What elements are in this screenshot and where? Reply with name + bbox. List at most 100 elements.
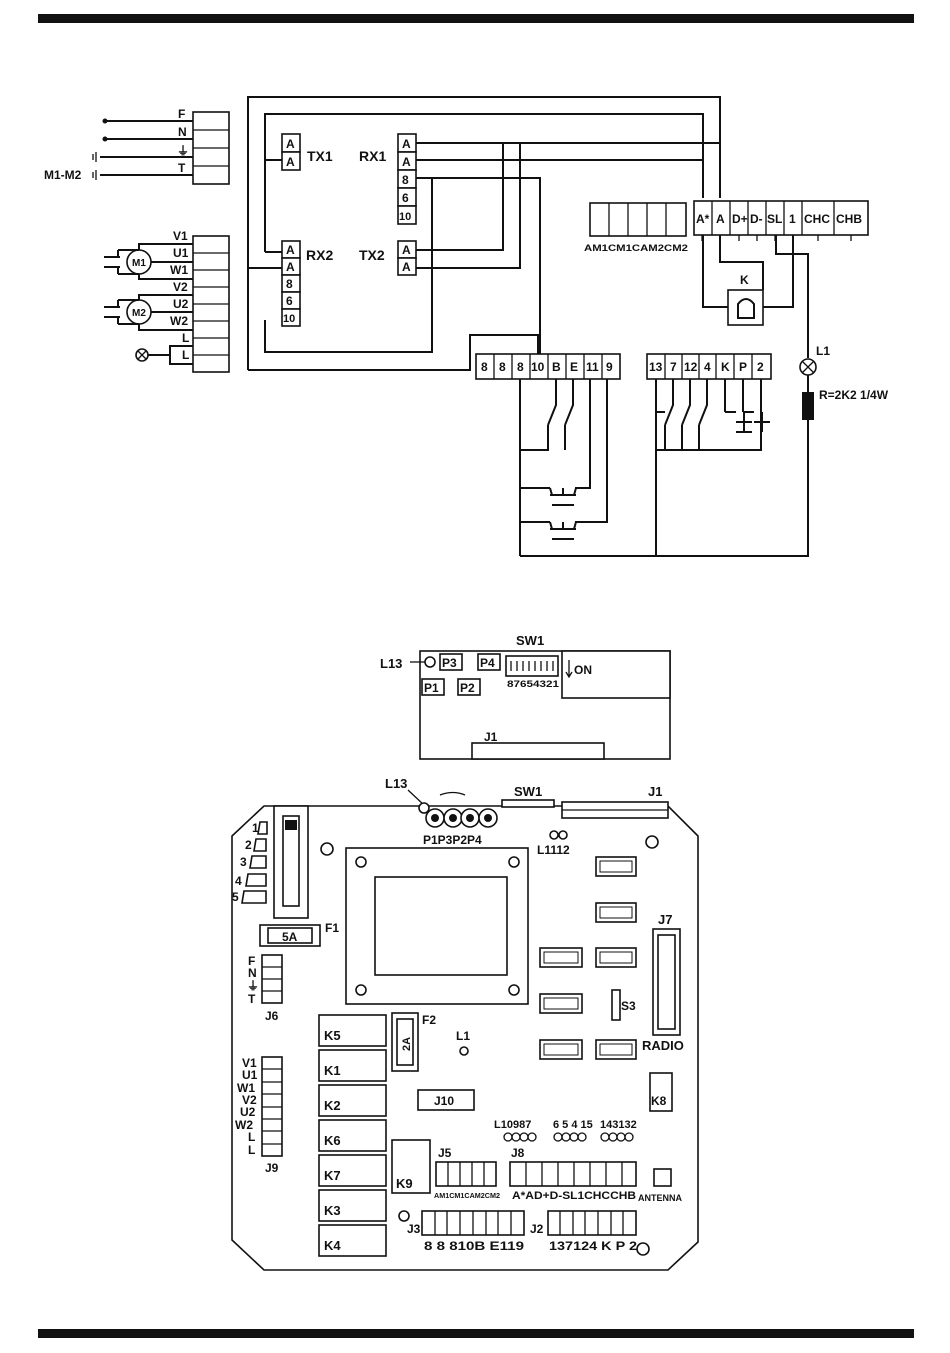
relay-k2-label: K2 <box>324 1098 341 1113</box>
j9-terminal: V1 U1 W1 V2 U2 W2 L L J9 <box>235 1056 283 1175</box>
terminal-earth-label: ⏚ <box>177 144 189 158</box>
j6-n-label: N <box>248 966 257 980</box>
terminal-w2-label: W2 <box>170 314 188 328</box>
strip-a: A <box>716 212 725 226</box>
j8-sublabel: A*AD+D-SL1CHCCHB <box>512 1190 636 1202</box>
relay-bank: K5 K1 K2 K6 K7 K3 K4 <box>318 1014 387 1257</box>
k8-label: K8 <box>651 1094 667 1108</box>
j3-term-8a: 8 <box>481 360 488 374</box>
j9-label: J9 <box>265 1161 279 1175</box>
j3-block: 8 8 8 10 B E 11 9 <box>475 353 621 556</box>
terminal-u2-label: U2 <box>173 297 189 311</box>
j9-w1-label: W1 <box>237 1081 255 1095</box>
dip-on-label: ON <box>574 663 592 677</box>
terminal-l1-label: L <box>182 331 189 345</box>
relay-k4-label: K4 <box>324 1238 341 1253</box>
transformer <box>345 847 529 1005</box>
j9-l2-label: L <box>248 1143 255 1157</box>
m1-m2-label: M1-M2 <box>44 168 82 182</box>
j6-f-label: F <box>248 954 255 968</box>
tx1-pin-a2: A <box>286 155 295 169</box>
j8-connector: J8 A*AD+D-SL1CHCCHB <box>509 1146 637 1202</box>
j2-term-k: K <box>721 360 730 374</box>
strip-d-plus: D+ <box>732 212 748 226</box>
j9-u2-label: U2 <box>240 1105 256 1119</box>
trimmer-2-label: 2 <box>245 838 252 852</box>
trimmer-1-label: 1 <box>252 821 259 835</box>
fuse-2a-label: 2A <box>401 1037 413 1051</box>
tx2-block: A A TX2 <box>359 240 417 276</box>
rx2-pin-a1: A <box>286 243 295 257</box>
fuse-5a-label: 5A <box>282 930 298 944</box>
control-board: L13 SW1 J1 P1P3P2P4 L1112 1 2 3 4 5 <box>231 776 699 1271</box>
potentiometers: P1P3P2P4 <box>418 791 498 847</box>
terminal-l2-label: L <box>182 348 189 362</box>
j2-sublabel: 137124 K P 2 <box>549 1239 637 1253</box>
j9-u1-label: U1 <box>242 1068 258 1082</box>
strip-chb: CHB <box>836 212 862 226</box>
strip-a-star: A* <box>696 212 710 226</box>
j6-terminal: F N ⏚ T J6 <box>247 954 283 1023</box>
j3-term-8b: 8 <box>499 360 506 374</box>
strip-d-minus: D- <box>750 212 763 226</box>
rx1-pin-a1: A <box>402 137 411 151</box>
terminal-w1-label: W1 <box>170 263 188 277</box>
j9-l1-label: L <box>248 1130 255 1144</box>
dip-sw1-label: SW1 <box>516 633 544 648</box>
dip-p4-label: P4 <box>480 656 495 670</box>
rx2-pin-10: 10 <box>283 313 295 325</box>
resistor-label: R=2K2 1/4W <box>819 388 889 402</box>
j5-sublabel: AM1CM1CAM2CM2 <box>434 1193 500 1200</box>
f1-label: F1 <box>325 921 339 935</box>
top-terminal-strip: A* A D+ D- SL 1 CHC CHB <box>693 200 869 241</box>
rx2-pin-a2: A <box>286 260 295 274</box>
rx2-label: RX2 <box>306 247 333 263</box>
radio-label: RADIO <box>642 1038 684 1053</box>
dip-switch-panel: L13 P3 P4 P1 P2 SW1 87654321 ON J1 <box>380 633 671 760</box>
rx1-label: RX1 <box>359 148 386 164</box>
strip-chc: CHC <box>804 212 830 226</box>
strip-sl: SL <box>767 212 782 226</box>
terminal-v1-label: V1 <box>173 229 188 243</box>
j2-term-12: 12 <box>684 360 698 374</box>
relay-k-label: K <box>740 273 749 287</box>
relay-k7-label: K7 <box>324 1168 341 1183</box>
top-rule <box>38 14 914 23</box>
j2-connector: J2 137124 K P 2 <box>530 1210 650 1256</box>
lamp-l1-label: L1 <box>816 344 830 358</box>
dip-switch-bank <box>505 655 559 677</box>
k9-label: K9 <box>396 1176 413 1191</box>
board-sw1-label: SW1 <box>514 784 542 799</box>
j5-label: J5 <box>438 1146 452 1160</box>
tx2-label: TX2 <box>359 247 385 263</box>
rx2-block: A A 8 6 10 RX2 <box>281 240 333 327</box>
terminal-n-label: N <box>178 125 187 139</box>
relay-k3-label: K3 <box>324 1203 341 1218</box>
j3-sublabel: 8 8 810B E119 <box>424 1239 524 1253</box>
leds-l1112-label: L1112 <box>537 843 570 857</box>
j6-t-label: T <box>248 992 256 1006</box>
resistor-symbol <box>802 392 814 420</box>
tx2-pin-a1: A <box>402 243 411 257</box>
j2-label: J2 <box>530 1222 544 1236</box>
rx1-pin-8: 8 <box>402 173 409 187</box>
j9-v1-label: V1 <box>242 1056 257 1070</box>
relay-k: K <box>702 235 794 326</box>
board-l13-label: L13 <box>385 776 407 791</box>
j3-term-b: B <box>552 360 561 374</box>
j3-term-8c: 8 <box>517 360 524 374</box>
j9-w2-label: W2 <box>235 1118 253 1132</box>
rx2-pin-6: 6 <box>286 294 293 308</box>
lamp-resistor-branch: L1 R=2K2 1/4W <box>520 235 889 557</box>
terminal-t-label: T <box>178 161 186 175</box>
terminal-v2-label: V2 <box>173 280 188 294</box>
trimmer-3-label: 3 <box>240 855 247 869</box>
receiver-connector-labels: AM1CM1CAM2CM2 <box>584 243 688 253</box>
dip-numbers: 87654321 <box>507 679 559 689</box>
dip-l13-label: L13 <box>380 656 402 671</box>
dip-j1-label: J1 <box>484 730 498 744</box>
j2-term-2: 2 <box>757 360 764 374</box>
pots-label: P1P3P2P4 <box>423 833 482 847</box>
j7-label: J7 <box>658 912 672 927</box>
f2-label: F2 <box>422 1013 436 1027</box>
